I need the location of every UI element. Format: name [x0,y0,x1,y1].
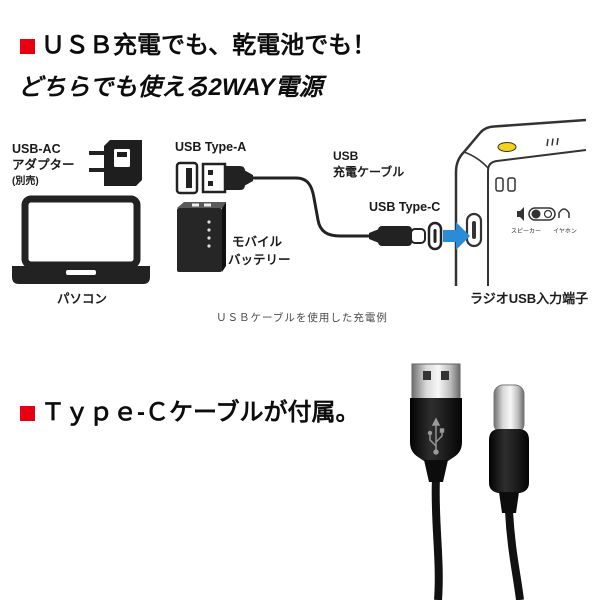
usb-c-label: USB Type-C [369,200,440,214]
battery-label-line-2: バッテリー [228,253,291,267]
laptop-notch [66,270,96,275]
battery-port-1 [192,203,199,207]
usb-logo-base [433,449,439,455]
speaker-icon [517,207,524,221]
battery-side-face [222,202,226,272]
usb-logo-right-end [439,428,445,433]
usb-a-cable [431,477,443,600]
usb-a-label: USB Type-A [175,140,246,154]
radio-outline [454,118,587,286]
battery-port-2 [204,203,211,207]
red-square-marker-icon [20,39,35,54]
battery-level-dot [207,228,211,232]
usb-ac-adapter-icon [89,140,142,186]
usb-c-strain-relief [499,492,519,513]
usb-c-port-tongue [433,229,437,243]
usb-c-cable [505,510,524,600]
usb-logo-left-end [427,430,433,436]
radio-button-1 [495,177,504,192]
usb-a-port-icon [175,161,199,195]
battery-level-dot [207,220,211,224]
usb-a-strain-relief [424,460,448,482]
adapter-usb-port [114,149,130,167]
usb-logo-arrowhead [431,417,441,426]
arrow-right-icon [443,222,470,250]
headline-line-1: ＵＳＢ充電でも、乾電池でも！ [20,32,376,60]
usb-a-port-tongue [186,168,192,188]
radio-device-icon [454,118,587,286]
battery-level-dot [207,244,211,248]
radio-top-vents [546,137,559,147]
usb-a-metal-shell [411,363,461,400]
usb-c-port-icon [427,221,443,251]
headphone-icon [558,208,570,218]
headline-line-2: どちらでも使える2WAY電源 [18,74,323,101]
usb-a-plug-housing [225,166,245,190]
radio-port-label: ラジオUSB入力端子 [470,291,588,306]
laptop-screen [21,195,141,269]
adapter-label-line-1: USB-AC [12,142,61,156]
usb-a-plug-shell [201,162,227,194]
switch-earphone-label: イヤホン [553,228,577,235]
battery-label: モバイル バッテリー [228,235,291,267]
diagram-caption: ＵＳＢケーブルを使用した充電例 [216,311,388,324]
adapter-prong-top [89,151,106,155]
charging-cable [252,176,372,238]
mobile-battery-icon [177,202,226,272]
accessory-heading: Ｔｙｐｅ-Ｃケーブルが付属。 [20,399,360,427]
battery-top-face [177,202,226,208]
radio-side-top-edge [463,151,489,169]
headline-text-1: ＵＳＢ充電でも、乾電池でも！ [41,32,377,59]
usb-c-connector-icon [489,384,529,513]
battery-level-dot [207,236,211,240]
usb-a-plug-icon [201,162,253,194]
radio-usb-port-slot [472,221,476,239]
usb-logo-icon [427,417,445,455]
usb-a-connector-icon [410,363,462,482]
usb-c-plug-tip [410,228,426,244]
usb-c-plug-relief [369,229,379,243]
audio-switch-knob [531,209,541,219]
cable-label: USB 充電ケーブル [333,149,404,179]
usb-logo-right-branch [435,432,443,443]
laptop-icon [12,195,150,284]
accessory-heading-text: Ｔｙｐｅ-Ｃケーブルが付属。 [41,399,360,426]
usb-a-shell-hole-1 [423,371,431,380]
usb-c-metal-tip [493,384,525,434]
radio-front-edge [487,149,587,286]
radio-button-2 [507,177,516,192]
usb-a-shell-hole-2 [441,371,449,380]
battery-label-line-1: モバイル [232,235,283,249]
laptop-label: パソコン [57,292,107,306]
usb-c-plug-icon [369,226,426,246]
usb-c-housing [489,429,529,493]
usb-a-plug-relief [244,170,253,186]
switch-speaker-label: スピーカー [511,228,541,235]
usb-a-plug-hole-2 [208,181,213,186]
usb-a-plug-hole-1 [208,170,213,175]
audio-switch-position [543,209,553,219]
cable-label-line-1: USB [333,149,359,163]
adapter-label-line-3: (別売) [12,174,39,187]
radio-indicator [497,142,517,152]
adapter-label: USB-AC アダプター (別売) [12,142,75,187]
marker-square [20,406,35,421]
adapter-usb-port-tongue [117,152,127,157]
marker-square [20,39,35,54]
adapter-label-line-2: アダプター [12,157,75,172]
cable-label-line-2: 充電ケーブル [333,164,404,179]
usb-logo-left-branch [429,434,437,447]
usb-c-plug-housing [378,226,412,246]
red-square-marker-icon [20,406,35,421]
battery-front-face [177,208,222,272]
adapter-prong-bottom [89,168,106,172]
